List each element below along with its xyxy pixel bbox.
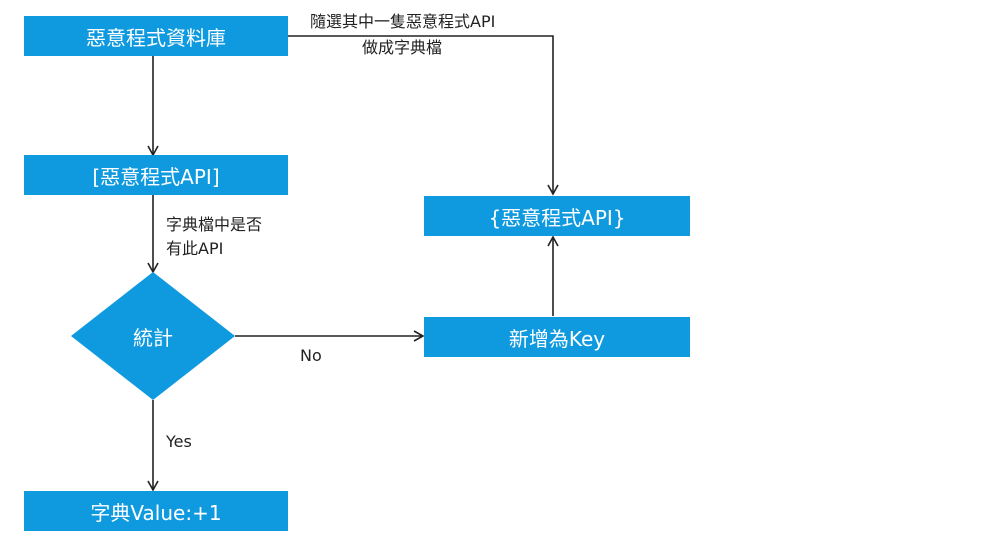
malware-database-node: 惡意程式資料庫: [24, 16, 288, 56]
yes-label: Yes: [166, 432, 192, 451]
edge-database-to-api-set: [288, 35, 559, 196]
malware-api-set-node: {惡意程式API}: [424, 196, 690, 236]
random-select-label-line1: 隨選其中一隻惡意程式API: [310, 12, 496, 31]
malware-database-label: 惡意程式資料庫: [86, 25, 226, 50]
dict-value-node: 字典Value:+1: [24, 491, 288, 531]
decision-label-wrap: 統計: [103, 316, 203, 356]
malware-api-list-node: [惡意程式API]: [24, 155, 288, 195]
dict-value-label: 字典Value:+1: [90, 500, 222, 525]
decision-diamond: [71, 272, 235, 400]
add-key-node: 新增為Key: [424, 317, 690, 357]
check-label-line1: 字典檔中是否: [166, 215, 263, 234]
decision-label: 統計: [133, 325, 173, 350]
add-key-label: 新增為Key: [508, 326, 606, 351]
random-select-label-line2: 做成字典檔: [362, 38, 443, 57]
check-label-line2: 有此API: [166, 239, 224, 258]
no-label: No: [300, 346, 322, 365]
malware-api-list-label: [惡意程式API]: [92, 164, 220, 189]
malware-api-set-label: {惡意程式API}: [488, 205, 626, 230]
